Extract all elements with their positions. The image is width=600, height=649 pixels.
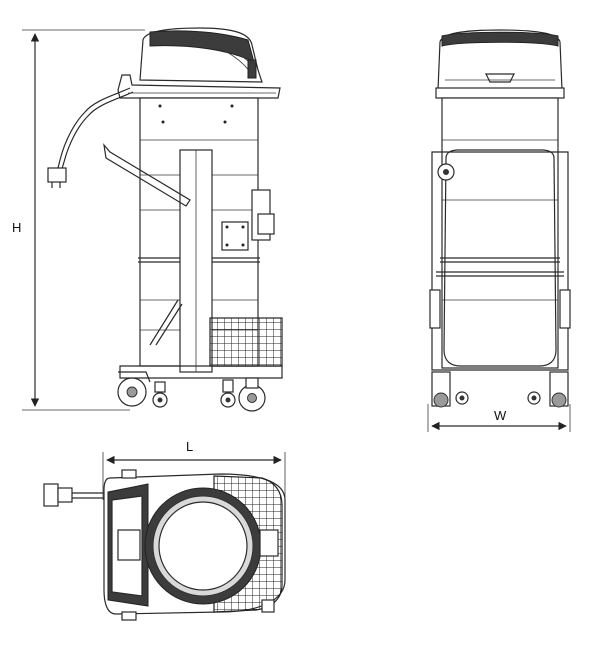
top-plug-icon xyxy=(43,483,59,507)
trolley-frame xyxy=(103,143,283,379)
width-dimension: W xyxy=(427,404,571,432)
power-cord xyxy=(56,87,131,173)
height-dimension: H xyxy=(12,29,145,411)
height-label: H xyxy=(12,220,21,235)
length-label: L xyxy=(186,439,193,454)
width-label: W xyxy=(494,408,507,423)
top-view: L xyxy=(43,439,286,621)
side-wheels xyxy=(117,371,266,412)
motor-head xyxy=(117,27,281,114)
side-view: H xyxy=(12,27,283,412)
front-wheels xyxy=(431,371,569,408)
front-view: W xyxy=(427,29,571,432)
plug-icon xyxy=(47,167,67,183)
length-dimension: L xyxy=(102,439,286,500)
